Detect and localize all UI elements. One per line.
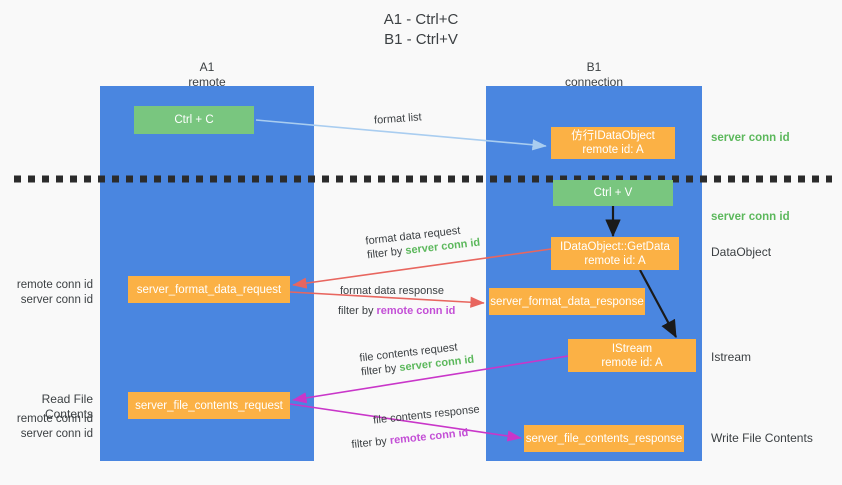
box-idataobject-getdata[interactable]: IDataObject::GetData remote id: A — [551, 237, 679, 270]
box-istream[interactable]: IStream remote id: A — [568, 339, 696, 372]
edge-label-format-data-request: format data request filter by server con… — [365, 222, 481, 263]
annotation-left-conn-ids-1: remote conn id server conn id — [0, 278, 93, 308]
edge-label-file-contents-request: file contents request filter by server c… — [359, 339, 475, 380]
column-header-left: A1 remote — [100, 60, 314, 90]
edge-label-format-data-response-filter: filter by remote conn id — [338, 304, 455, 318]
phase-divider — [0, 170, 842, 183]
box-ctrl-c-label: Ctrl + C — [174, 114, 214, 126]
annotation-server-conn-id-mid: server conn id — [711, 211, 790, 223]
column-left-role: remote — [188, 75, 226, 89]
edge-label-file-contents-response: file contents response filter by remote … — [351, 403, 482, 452]
filter-prefix: filter by — [338, 305, 377, 317]
filter-value-remote-conn-id: remote conn id — [389, 426, 469, 447]
box-ctrl-v-label: Ctrl + V — [593, 187, 633, 199]
annotation-dataobject: DataObject — [711, 245, 772, 259]
box-idataobject-getdata-line1: IDataObject::GetData — [560, 240, 670, 253]
box-ctrl-c[interactable]: Ctrl + C — [134, 106, 254, 134]
box-istream-line1: IStream — [611, 342, 653, 355]
annotation-istream: Istream — [711, 350, 752, 364]
annotation-remote-conn-id-2: remote conn id — [16, 413, 93, 425]
box-server-format-data-response[interactable]: server_format_data_response — [489, 288, 645, 315]
box-server-file-contents-response[interactable]: server_file_contents_response — [524, 425, 684, 452]
box-create-idataobject[interactable]: 仿行IDataObject remote id: A — [551, 127, 675, 159]
edge-label-file-contents-response-filter: filter by remote conn id — [351, 424, 483, 452]
column-left-name: A1 — [199, 60, 215, 74]
title-line-2: B1 - Ctrl+V — [384, 31, 458, 48]
box-server-file-contents-request-label: server_file_contents_request — [135, 399, 283, 412]
box-idataobject-getdata-line2: remote id: A — [584, 254, 646, 267]
filter-prefix: filter by — [350, 435, 391, 452]
annotation-server-conn-id-top: server conn id — [711, 132, 790, 144]
box-server-file-contents-response-label: server_file_contents_response — [525, 432, 683, 445]
column-right-role: connection — [564, 75, 624, 89]
edge-label-format-data-response-line1: format data response — [340, 285, 444, 297]
box-server-file-contents-request[interactable]: server_file_contents_request — [128, 392, 290, 419]
filter-prefix: filter by — [360, 362, 401, 379]
edge-label-file-contents-response-line1: file contents response — [372, 403, 481, 427]
annotation-remote-conn-id-1: remote conn id — [16, 279, 93, 291]
edge-label-format-list: format list — [374, 110, 423, 127]
box-create-idataobject-line2: remote id: A — [582, 144, 644, 156]
box-create-idataobject-line1: 仿行IDataObject — [571, 130, 655, 142]
edge-label-format-data-response: format data response filter by remote co… — [338, 284, 455, 318]
title-line-1: A1 - Ctrl+C — [383, 11, 459, 28]
column-right-name: B1 — [586, 60, 602, 74]
filter-prefix: filter by — [366, 245, 407, 262]
page-title: A1 - Ctrl+C B1 - Ctrl+V — [0, 10, 842, 50]
annotation-server-conn-id-2: server conn id — [20, 428, 93, 440]
box-server-format-data-request-label: server_format_data_request — [136, 283, 282, 296]
annotation-left-conn-ids-2: remote conn id server conn id — [0, 412, 93, 442]
box-server-format-data-response-label: server_format_data_response — [490, 295, 644, 308]
annotation-read-file-contents: Read File Contents — [41, 392, 93, 421]
column-header-right: B1 connection — [486, 60, 702, 90]
annotation-server-conn-id-1: server conn id — [20, 294, 93, 306]
box-istream-line2: remote id: A — [601, 356, 663, 369]
edge-label-format-list-text: format list — [373, 111, 423, 127]
filter-value-remote-conn-id: remote conn id — [376, 305, 456, 317]
box-server-format-data-request[interactable]: server_format_data_request — [128, 276, 290, 303]
annotation-write-file-contents: Write File Contents — [711, 431, 813, 445]
box-ctrl-v[interactable]: Ctrl + V — [553, 180, 673, 206]
